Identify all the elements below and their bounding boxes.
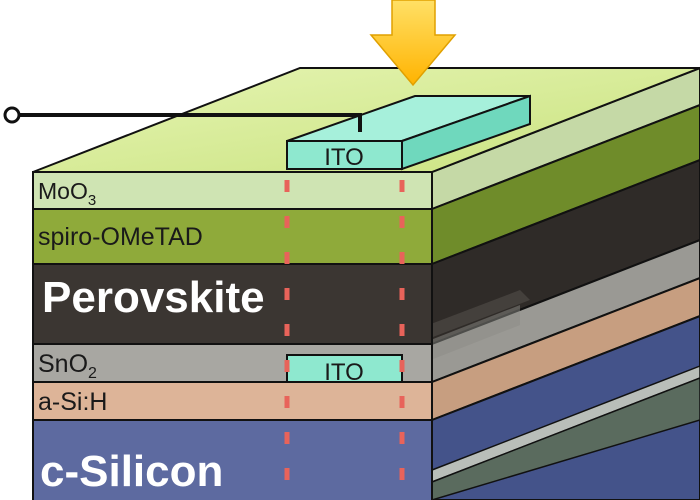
ito-top-contact: ITO [286, 94, 531, 171]
external-wire [3, 106, 362, 132]
label-spiro: spiro-OMeTAD [38, 223, 203, 251]
side-faces [400, 66, 700, 500]
label-perovskite: Perovskite [42, 273, 265, 322]
spiro-front [32, 208, 433, 265]
front-faces [32, 171, 433, 500]
ito-buried-contact: ITO [286, 354, 403, 386]
layer-labels: MoO3 spiro-OMeTAD Perovskite SnO2 a-Si:H… [38, 178, 265, 496]
label-moo3: MoO3 [38, 178, 96, 209]
wire-line [18, 113, 362, 132]
label-sno2: SnO2 [38, 350, 97, 382]
label-csilicon: c-Silicon [40, 447, 223, 496]
ito-top-front [286, 140, 403, 170]
csilicon-front [32, 419, 433, 500]
ito-buried-label: ITO [324, 359, 364, 386]
label-asih: a-Si:H [38, 388, 107, 416]
ito-top-label: ITO [324, 144, 364, 171]
wire-terminal [3, 106, 21, 124]
perovskite-side-highlight [402, 290, 530, 345]
sunlight-arrow [369, 0, 457, 87]
